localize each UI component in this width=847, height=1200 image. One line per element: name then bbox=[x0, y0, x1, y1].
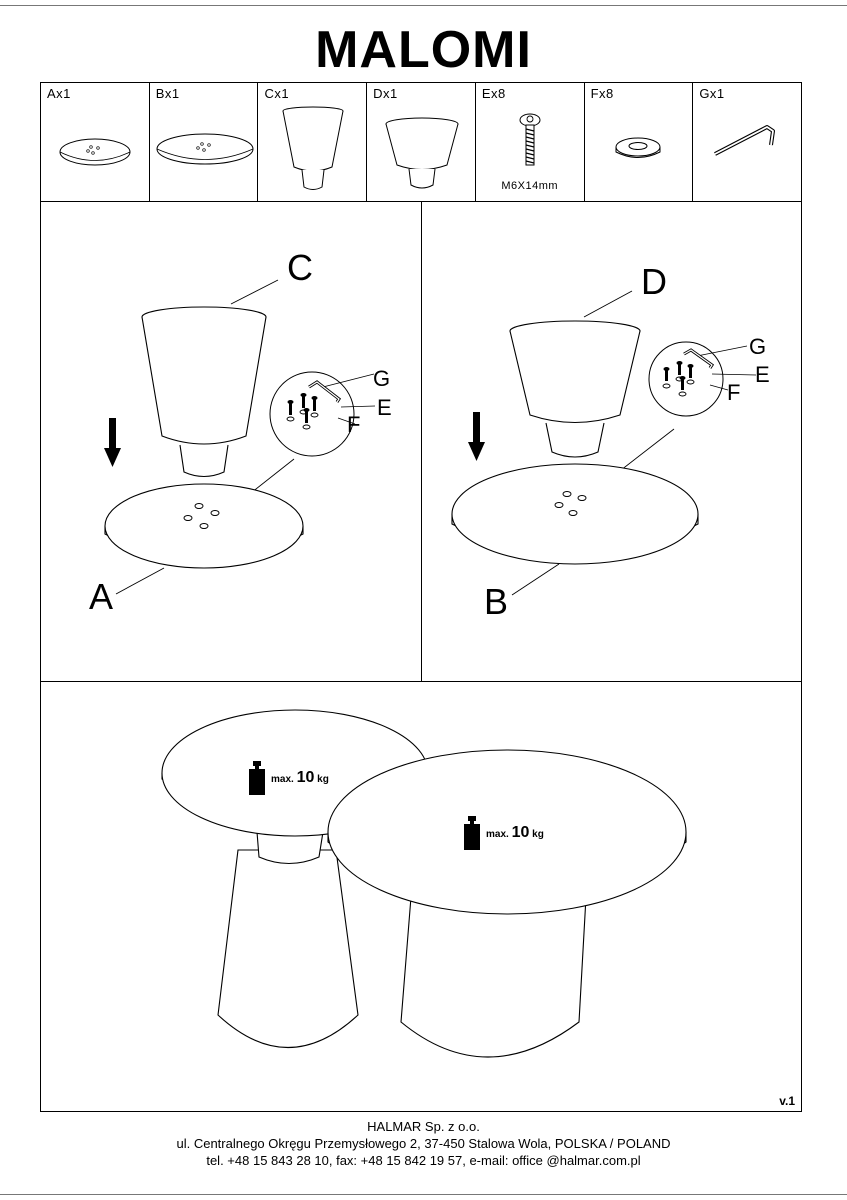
part-b: Bx1 bbox=[150, 83, 259, 201]
step1-panel: C A G E F bbox=[40, 201, 422, 682]
part-b-label: Bx1 bbox=[155, 86, 180, 101]
max-value: 10 bbox=[511, 824, 530, 841]
part-a: Ax1 bbox=[41, 83, 150, 201]
step2-panel: D B G E F bbox=[421, 201, 802, 682]
label-f: F bbox=[347, 412, 361, 437]
label-a: A bbox=[89, 576, 114, 617]
bolt-icon bbox=[519, 113, 541, 166]
leader-d bbox=[583, 290, 633, 318]
small-top-a bbox=[104, 483, 304, 569]
tall-table-base bbox=[217, 831, 359, 1049]
max-unit: kg bbox=[317, 774, 329, 785]
label-e: E bbox=[377, 395, 392, 420]
label-g: G bbox=[373, 366, 391, 391]
label-e: E bbox=[755, 362, 770, 387]
product-title: MALOMI bbox=[315, 21, 532, 79]
footer-address: ul. Centralnego Okręgu Przemysłowego 2, … bbox=[176, 1136, 671, 1151]
down-arrow-icon bbox=[104, 418, 121, 467]
hardware-detail-circle bbox=[269, 371, 376, 457]
tall-base-icon bbox=[282, 106, 344, 190]
max-prefix: max. bbox=[486, 829, 509, 840]
large-top-icon bbox=[156, 133, 254, 165]
leader-a bbox=[115, 567, 165, 595]
large-table-top bbox=[327, 749, 687, 915]
max-unit: kg bbox=[532, 829, 544, 840]
allen-key-icon bbox=[714, 125, 776, 156]
part-d: Dx1 bbox=[367, 83, 476, 201]
short-base-icon bbox=[385, 117, 459, 189]
leader-c bbox=[230, 279, 279, 305]
max-prefix: max. bbox=[271, 774, 294, 785]
label-b: B bbox=[484, 581, 509, 622]
part-c-label: Cx1 bbox=[264, 86, 290, 101]
hardware-detail-circle bbox=[648, 341, 757, 417]
small-top-icon bbox=[59, 138, 131, 166]
footer-contact: tel. +48 15 843 28 10, fax: +48 15 842 1… bbox=[206, 1153, 641, 1168]
label-d: D bbox=[641, 261, 667, 302]
part-g-label: Gx1 bbox=[699, 86, 725, 101]
short-table-base bbox=[400, 896, 587, 1058]
part-c: Cx1 bbox=[258, 83, 368, 201]
step1-drawing bbox=[104, 279, 376, 595]
max-value: 10 bbox=[296, 769, 315, 786]
version-label: v.1 bbox=[779, 1094, 795, 1108]
part-f-label: Fx8 bbox=[590, 86, 614, 101]
final-panel: max. 10 kg max. 10 kg v.1 bbox=[40, 681, 802, 1112]
footer-company: HALMAR Sp. z o.o. bbox=[367, 1119, 480, 1134]
max-load-large: max. 10 kg bbox=[486, 824, 544, 842]
max-load-small: max. 10 kg bbox=[271, 769, 329, 787]
top-rule bbox=[0, 5, 847, 6]
part-f: Fx8 bbox=[585, 83, 694, 201]
label-c: C bbox=[287, 247, 313, 288]
label-f: F bbox=[727, 380, 741, 405]
final-drawing bbox=[161, 709, 687, 1058]
washer-icon bbox=[615, 137, 661, 158]
step2-drawing bbox=[451, 290, 757, 596]
leader-b bbox=[511, 563, 560, 596]
part-e-label: Ex8 bbox=[481, 86, 506, 101]
down-arrow-icon bbox=[468, 412, 485, 461]
tall-base-c bbox=[141, 306, 267, 478]
part-d-label: Dx1 bbox=[373, 86, 398, 101]
parts-list: Ax1 Bx1 Cx1 Dx1 bbox=[40, 82, 802, 202]
short-base-d bbox=[509, 320, 641, 458]
part-e: Ex8 M6X14mm bbox=[476, 83, 585, 201]
part-a-label: Ax1 bbox=[47, 86, 71, 101]
large-top-b bbox=[451, 463, 699, 565]
part-g: Gx1 bbox=[693, 83, 801, 201]
bolt-size-label: M6X14mm bbox=[501, 180, 559, 192]
weight-icon bbox=[464, 816, 480, 850]
label-g: G bbox=[749, 334, 767, 359]
bottom-rule bbox=[0, 1194, 847, 1195]
weight-icon bbox=[249, 761, 265, 795]
